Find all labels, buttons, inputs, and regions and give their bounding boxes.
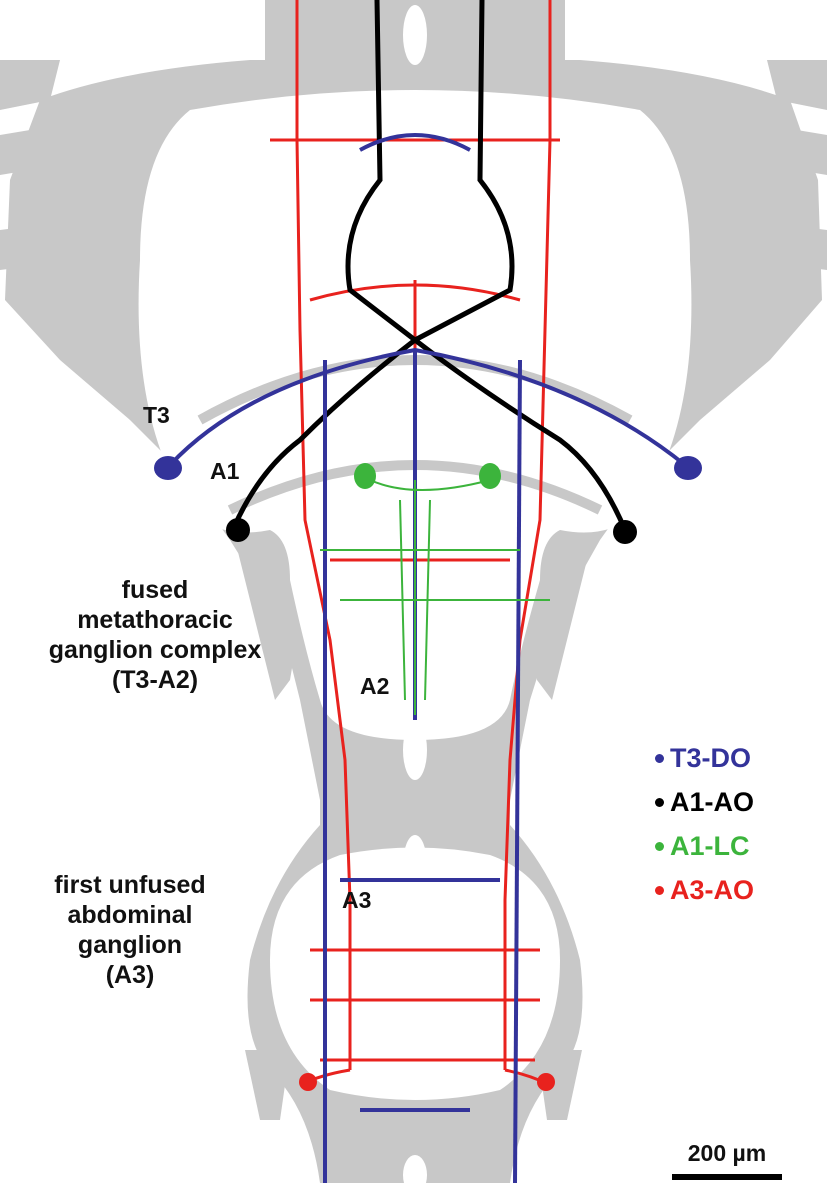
segment-label-a1: A1 bbox=[210, 458, 239, 485]
legend-item-a1-ao: A1-AO bbox=[655, 780, 754, 824]
a1-ao-soma-left bbox=[226, 518, 250, 542]
legend-item-a1-lc: A1-LC bbox=[655, 824, 754, 868]
legend-label: T3-DO bbox=[670, 736, 751, 780]
fused-label-line-3: ganglion complex bbox=[10, 635, 300, 665]
a1-lc-soma-left bbox=[354, 463, 376, 489]
segment-label-a2: A2 bbox=[360, 673, 389, 700]
unfused-label-line-2: abdominal bbox=[10, 900, 250, 930]
legend-dot-icon bbox=[655, 886, 664, 895]
scale-bar bbox=[672, 1174, 782, 1180]
segment-label-a3: A3 bbox=[342, 887, 371, 914]
legend-dot-icon bbox=[655, 842, 664, 851]
fused-label-line-1: fused bbox=[10, 575, 300, 605]
a1-ao-soma-right bbox=[613, 520, 637, 544]
t3-do-soma-right bbox=[674, 456, 702, 480]
unfused-label-line-4: (A3) bbox=[10, 960, 250, 990]
legend-label: A3-AO bbox=[670, 868, 754, 912]
t3-do-soma-left bbox=[154, 456, 182, 480]
unfused-ganglion-label: first unfused abdominal ganglion (A3) bbox=[10, 870, 250, 990]
scale-bar-label: 200 µm bbox=[672, 1140, 782, 1167]
legend: T3-DO A1-AO A1-LC A3-AO bbox=[655, 736, 754, 912]
unfused-label-line-1: first unfused bbox=[10, 870, 250, 900]
a3-ao-soma-left bbox=[299, 1073, 317, 1091]
legend-label: A1-AO bbox=[670, 780, 754, 824]
legend-dot-icon bbox=[655, 754, 664, 763]
legend-label: A1-LC bbox=[670, 824, 750, 868]
a1-lc-soma-right bbox=[479, 463, 501, 489]
legend-dot-icon bbox=[655, 798, 664, 807]
segment-label-t3: T3 bbox=[143, 402, 170, 429]
legend-item-t3-do: T3-DO bbox=[655, 736, 754, 780]
unfused-label-line-3: ganglion bbox=[10, 930, 250, 960]
a3-ao-soma-right bbox=[537, 1073, 555, 1091]
fused-label-line-4: (T3-A2) bbox=[10, 665, 300, 695]
legend-item-a3-ao: A3-AO bbox=[655, 868, 754, 912]
fused-ganglion-label: fused metathoracic ganglion complex (T3-… bbox=[10, 575, 300, 695]
fused-label-line-2: metathoracic bbox=[10, 605, 300, 635]
